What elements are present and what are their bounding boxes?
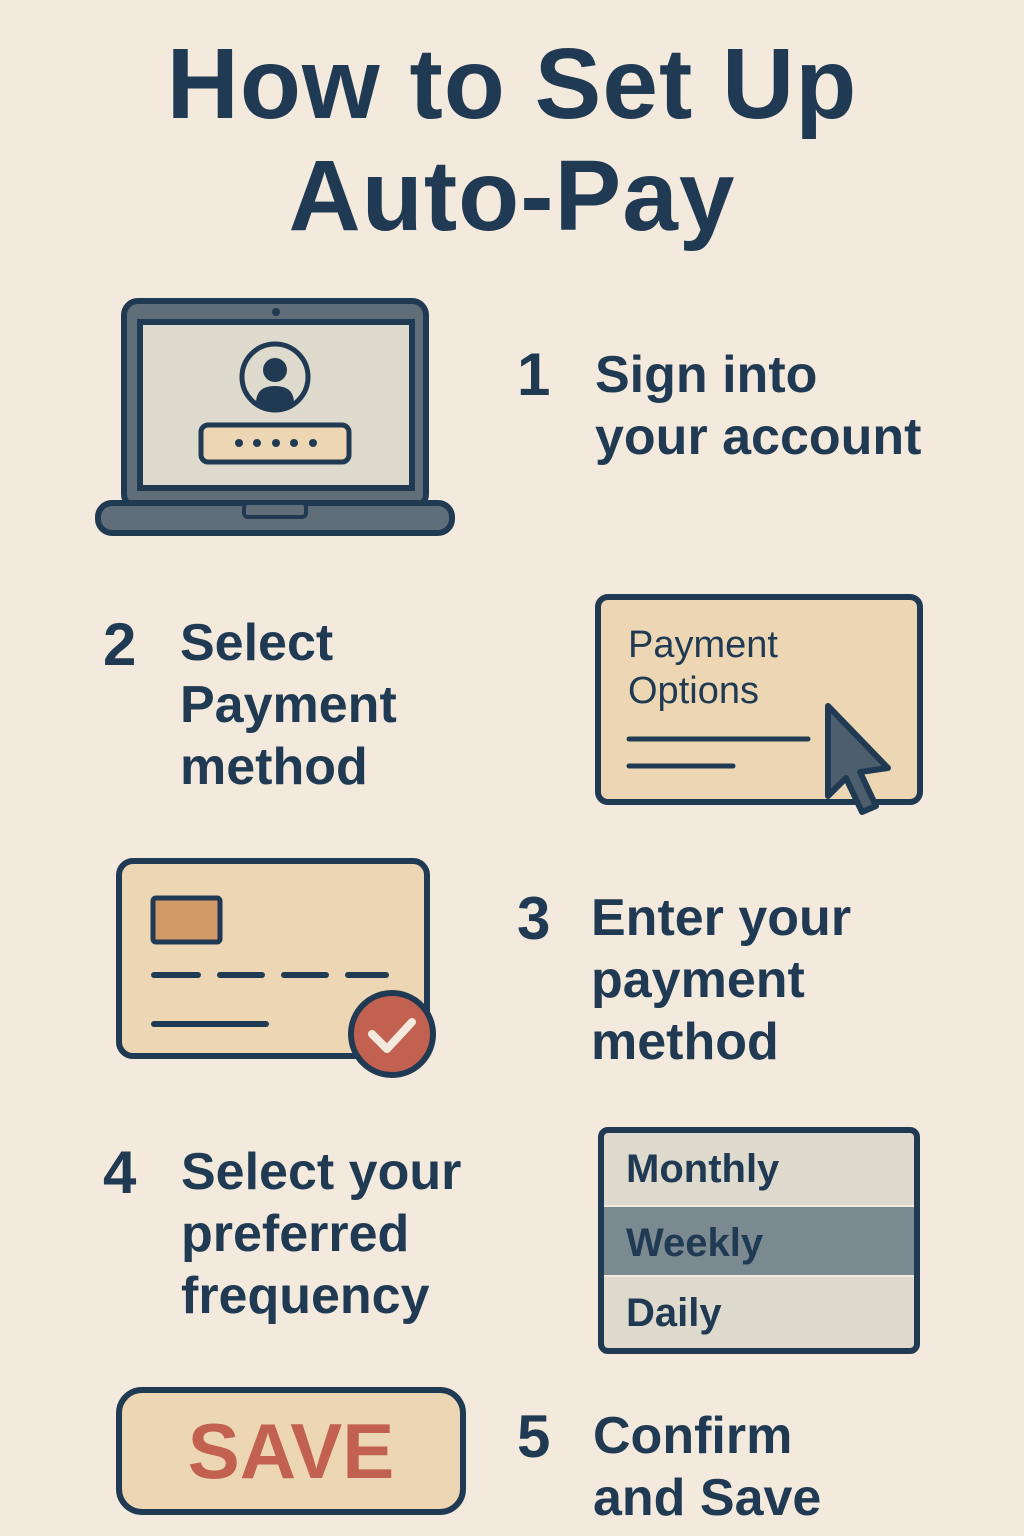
payment-options-label: Payment Options: [628, 624, 778, 712]
payment-options-panel: [595, 594, 923, 815]
step-3-number: 3: [517, 885, 551, 952]
frequency-option-monthly[interactable]: Monthly: [626, 1147, 780, 1191]
step-4-text: Select your preferred frequency: [181, 1143, 462, 1325]
step-2-text: Select Payment method: [180, 614, 397, 796]
step-5-number: 5: [517, 1403, 551, 1470]
frequency-list: Monthly Weekly Daily: [598, 1127, 920, 1354]
step-1-text: Sign into your account: [595, 346, 922, 466]
frequency-option-daily[interactable]: Daily: [626, 1291, 722, 1335]
step-4-number: 4: [103, 1139, 137, 1206]
step-2-number: 2: [103, 611, 137, 678]
save-button[interactable]: SAVE: [116, 1387, 466, 1515]
check-icon: [368, 1018, 416, 1053]
step-5-text: Confirm and Save: [593, 1407, 822, 1527]
frequency-option-weekly[interactable]: Weekly: [604, 1205, 914, 1277]
laptop-login-icon: [95, 298, 455, 536]
step-3-text: Enter your payment method: [591, 889, 852, 1071]
cursor-icon: [825, 703, 891, 815]
credit-card-check-icon: [116, 858, 436, 1078]
step-1-number: 1: [517, 341, 551, 408]
page-title: How to Set Up Auto-Pay: [166, 28, 858, 252]
